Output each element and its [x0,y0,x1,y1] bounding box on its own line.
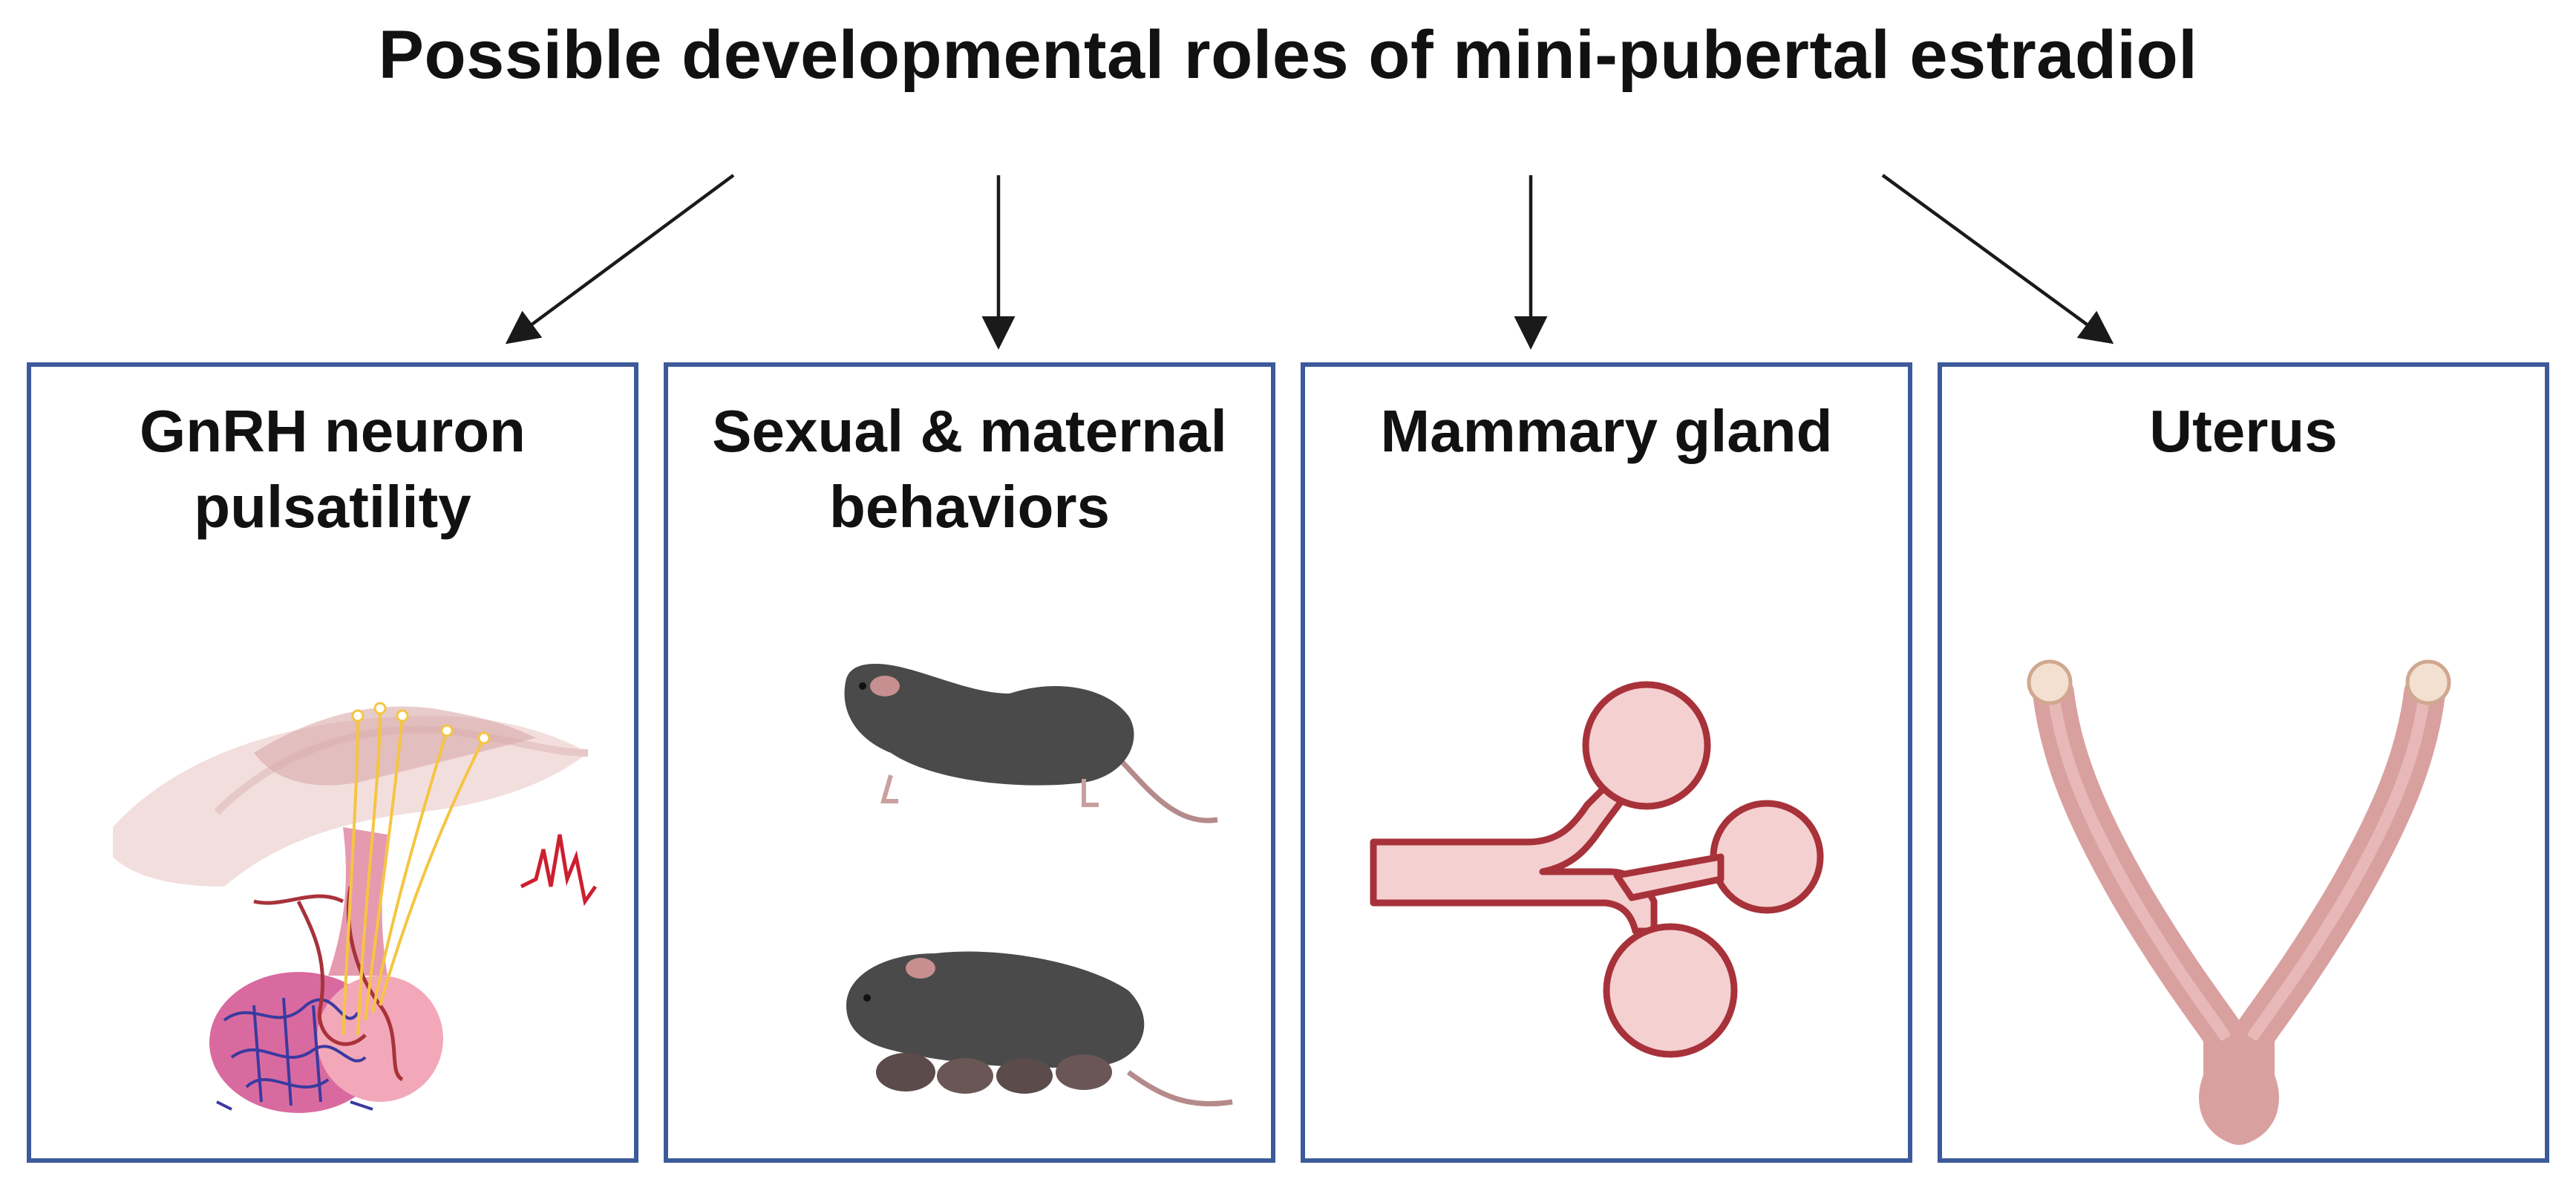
arrow-to-gnrh [505,174,735,345]
panel-behavior: Sexual & maternal behaviors [664,362,1275,1163]
panel-title-line: behaviors [829,474,1110,540]
panel-title-line: pulsatility [194,474,471,540]
panel-title-behavior: Sexual & maternal behaviors [668,394,1271,545]
panel-gnrh: GnRH neuron pulsatility [27,362,638,1163]
page-title: Possible developmental roles of mini-pub… [378,17,2198,93]
mammary-gland-illustration [1370,681,1824,1058]
panel-title-uterus: Uterus [1942,394,2545,469]
arrow-to-uterus [1881,174,2114,345]
panel-uterus: Uterus [1938,362,2549,1163]
panel-title-gnrh: GnRH neuron pulsatility [31,394,634,545]
panel-title-mammary: Mammary gland [1305,394,1908,469]
mouse-illustration [844,664,1233,1107]
panel-mammary: Mammary gland [1301,362,1912,1163]
uterus-illustration [2027,659,2451,1145]
panel-title-line: Uterus [2149,398,2338,464]
panel-title-line: GnRH neuron [140,398,526,464]
gnrh-neuron-illustration [113,702,598,1113]
panel-title-line: Mammary gland [1380,398,1833,464]
mouse-top [844,664,1218,823]
mouse-bottom [846,951,1233,1107]
panel-title-line: Sexual & maternal [712,398,1227,464]
